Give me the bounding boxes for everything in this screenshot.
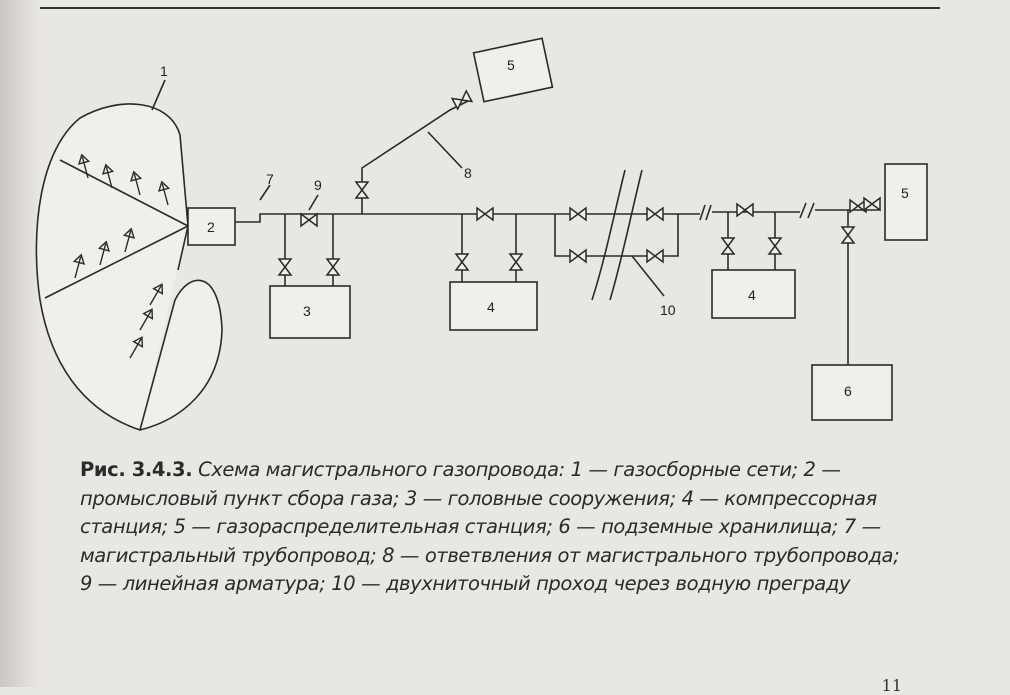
compressor-station-box-2 <box>711 269 796 319</box>
valve-icon <box>455 253 469 271</box>
label-4a: 4 <box>487 299 495 315</box>
head-facilities-box <box>269 285 351 339</box>
valve-icon <box>451 90 473 110</box>
gathering-point-box <box>187 207 236 246</box>
main-pipeline: 7 9 3 5 8 4 10 4 <box>235 37 928 421</box>
valve-icon <box>355 181 369 199</box>
valve-icon <box>768 237 782 255</box>
label-3: 3 <box>303 303 311 319</box>
page-number: 11 <box>881 676 902 695</box>
label-6: 6 <box>844 383 852 399</box>
valve-icon <box>509 253 523 271</box>
label-5b: 5 <box>901 185 909 201</box>
valve-icon <box>569 249 587 263</box>
valve-icon <box>646 249 664 263</box>
gas-gathering-network: 1 <box>35 63 223 432</box>
valve-icon <box>476 207 494 221</box>
valve-icon <box>736 203 754 217</box>
label-7: 7 <box>266 171 274 187</box>
label-5a: 5 <box>507 57 515 73</box>
gas-distribution-station-box-top <box>472 37 554 103</box>
label-10: 10 <box>660 302 676 318</box>
valve-icon <box>569 207 587 221</box>
label-9: 9 <box>314 177 322 193</box>
page-edge-shadow <box>0 0 40 687</box>
label-4b: 4 <box>748 287 756 303</box>
caption-text: Схема магистрального газопровода: 1 — га… <box>80 458 900 595</box>
pipeline-break-marks <box>699 202 815 221</box>
valve-icon <box>278 258 292 276</box>
valve-icon <box>300 213 318 227</box>
figure-caption: Рис. 3.4.3. Схема магистрального газопро… <box>80 456 910 599</box>
water-barrier-lines <box>591 169 643 301</box>
compressor-station-box-1 <box>449 281 538 331</box>
valve-icon <box>721 237 735 255</box>
underground-storage-box <box>811 364 893 421</box>
gas-distribution-station-box-end <box>884 163 928 241</box>
double-line-water-crossing <box>554 213 679 257</box>
valve-icon <box>841 226 855 244</box>
valve-icon <box>863 197 881 211</box>
label-1: 1 <box>160 63 168 79</box>
branch-pipeline <box>361 99 471 214</box>
label-8: 8 <box>464 165 472 181</box>
valve-icon <box>646 207 664 221</box>
figure-number: Рис. 3.4.3. <box>80 458 193 481</box>
label-2: 2 <box>207 219 215 235</box>
valve-icon <box>326 258 340 276</box>
